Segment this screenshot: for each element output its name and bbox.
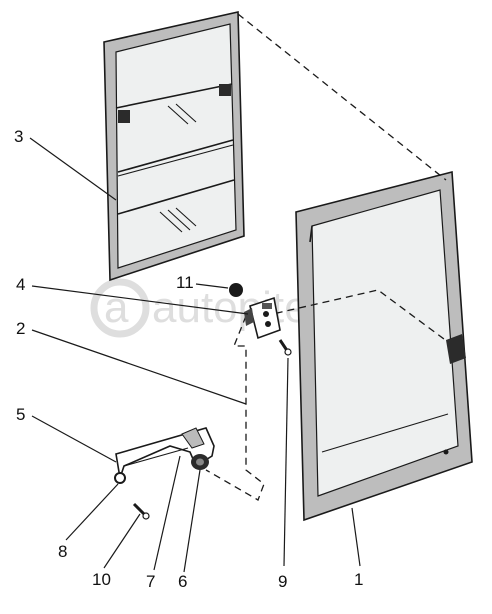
door-frame-part-1	[295, 170, 473, 522]
callout-8: 8	[58, 542, 67, 561]
callout-6: 6	[178, 572, 187, 591]
callout-labels: 3 4 2 11 5 8 10 7 6 9 1	[14, 127, 363, 591]
callout-10: 10	[92, 570, 111, 589]
cap-part-11	[229, 283, 243, 297]
callout-2: 2	[16, 319, 25, 338]
screw-part-9	[278, 339, 292, 356]
callout-7: 7	[146, 572, 155, 591]
leader-lines	[29, 137, 361, 573]
callout-9: 9	[278, 572, 287, 591]
callout-4: 4	[16, 275, 25, 294]
callout-1: 1	[354, 570, 363, 589]
hinge-bracket-part-4	[244, 296, 281, 340]
lock-cylinder-part-6	[191, 454, 209, 470]
upper-window-glass-part-3	[103, 11, 245, 282]
handle-part-7	[115, 427, 215, 479]
assembly-guide-lines	[205, 13, 449, 501]
watermark-logo-letter: a	[104, 283, 129, 332]
callout-3: 3	[14, 127, 23, 146]
washer-part-8	[114, 472, 126, 484]
callout-5: 5	[16, 405, 25, 424]
bolt-part-10	[132, 502, 150, 520]
callout-11: 11	[176, 273, 194, 292]
